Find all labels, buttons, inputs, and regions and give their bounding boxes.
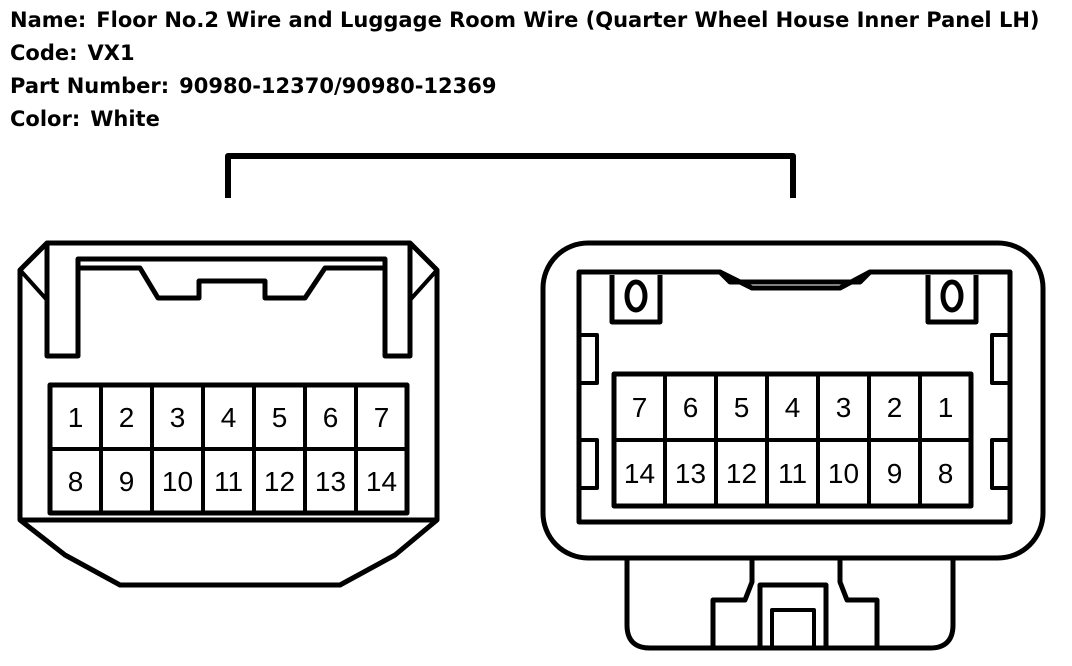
female-pin-label: 5 xyxy=(734,392,750,423)
female-pin-label: 3 xyxy=(836,392,852,423)
male-latch-right-notch xyxy=(408,268,439,302)
female-pin-label: 10 xyxy=(828,458,859,489)
male-pin-label: 3 xyxy=(170,402,186,433)
part-number-row: Part Number: 90980-12370/90980-12369 xyxy=(10,74,496,98)
male-pin-label: 5 xyxy=(272,402,288,433)
male-pin-label: 9 xyxy=(119,466,135,497)
male-pin-label: 7 xyxy=(374,402,390,433)
male-pin-label: 13 xyxy=(315,466,346,497)
name-row: Name: Floor No.2 Wire and Luggage Room Wi… xyxy=(10,8,1040,32)
male-pin-label: 10 xyxy=(162,466,193,497)
male-pin-label: 11 xyxy=(214,466,243,497)
part-number-label: Part Number: xyxy=(10,74,170,98)
female-pin-label: 4 xyxy=(785,392,801,423)
female-left-guide-lower xyxy=(577,438,599,490)
female-key-slot xyxy=(718,269,872,291)
female-pin-label: 11 xyxy=(778,458,807,489)
male-latch-inner xyxy=(78,265,385,301)
female-lock-button-inner xyxy=(770,608,816,648)
female-lock-tab xyxy=(624,558,956,651)
code-label: Code: xyxy=(10,41,78,65)
female-connector: 7 6 5 4 3 2 1 14 13 12 11 10 9 8 xyxy=(540,240,1046,651)
female-right-hole-icon xyxy=(940,279,964,313)
female-lock-tab-inner xyxy=(710,558,880,648)
male-connector-body xyxy=(17,240,440,588)
name-label: Name: xyxy=(10,8,87,32)
female-pin-label: 6 xyxy=(683,392,699,423)
female-left-guide-upper xyxy=(577,333,599,385)
female-pin-label: 14 xyxy=(624,458,655,489)
female-lock-button xyxy=(757,582,829,648)
female-pin-label: 12 xyxy=(726,458,757,489)
male-latch-outline xyxy=(44,243,413,359)
female-left-ear xyxy=(609,275,663,325)
female-right-guide-upper xyxy=(990,333,1012,385)
male-pin-label: 1 xyxy=(68,402,84,433)
male-pin-label: 4 xyxy=(221,402,237,433)
female-pin-label: 7 xyxy=(632,392,648,423)
male-pin-cell xyxy=(354,447,409,515)
female-pin-label: 1 xyxy=(938,392,954,423)
male-pin-label: 6 xyxy=(323,402,339,433)
code-value: VX1 xyxy=(87,41,135,65)
female-pin-grid: 7 6 5 4 3 2 1 14 13 12 11 10 9 8 xyxy=(611,371,974,509)
female-connector-body xyxy=(540,240,1046,561)
color-value: White xyxy=(90,107,160,131)
female-left-hole-icon xyxy=(624,279,648,313)
male-pin-label: 12 xyxy=(264,466,295,497)
female-pin-label: 2 xyxy=(887,392,903,423)
color-label: Color: xyxy=(10,107,81,131)
female-pin-label: 8 xyxy=(938,458,954,489)
male-latch-left-notch xyxy=(18,268,49,302)
male-pin-label: 8 xyxy=(68,466,84,497)
color-row: Color: White xyxy=(10,107,160,131)
part-number-value: 90980-12370/90980-12369 xyxy=(179,74,497,98)
female-right-guide-lower xyxy=(990,438,1012,490)
female-pin-cell xyxy=(918,438,973,508)
female-pin-label: 9 xyxy=(887,458,903,489)
code-row: Code: VX1 xyxy=(10,41,135,65)
female-right-ear xyxy=(925,275,979,325)
male-pin-label: 2 xyxy=(119,402,135,433)
male-pin-label: 14 xyxy=(366,466,397,497)
female-pin-label: 13 xyxy=(675,458,706,489)
name-value: Floor No.2 Wire and Luggage Room Wire (Q… xyxy=(96,8,1040,32)
pair-bracket xyxy=(225,153,796,198)
